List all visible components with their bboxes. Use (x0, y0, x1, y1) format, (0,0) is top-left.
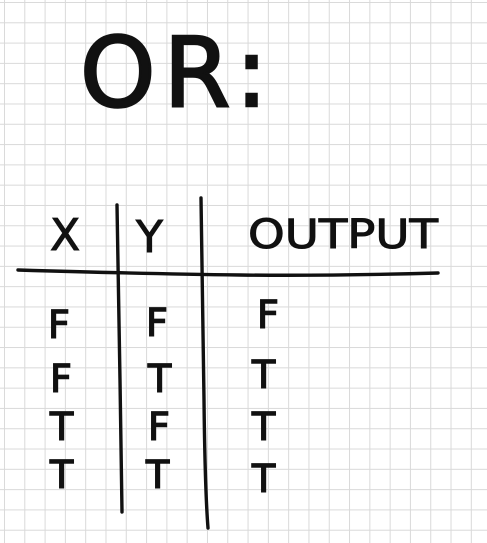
cell-y: T (147, 357, 172, 401)
cell-x: F (48, 303, 70, 347)
cell-x: T (49, 453, 74, 497)
table-row: T T T (48, 452, 276, 501)
header-underline (16, 268, 440, 277)
title-text: OR: (80, 17, 276, 129)
table-row: T F T (48, 404, 276, 449)
cell-y: F (146, 301, 168, 345)
table-row: F F F (47, 292, 279, 347)
cell-x: F (50, 357, 72, 401)
column-divider-2 (199, 196, 210, 530)
cell-x: T (49, 405, 74, 449)
column-divider-1 (115, 203, 124, 514)
header-x: X (50, 210, 80, 261)
cell-output: T (251, 405, 276, 449)
cell-output: F (257, 293, 279, 337)
cell-y: F (148, 405, 170, 449)
cell-y: T (145, 453, 170, 497)
cell-output: T (251, 353, 276, 397)
cell-output: T (251, 457, 276, 501)
header-y: Y (135, 212, 163, 263)
table-row: F T T (49, 352, 276, 401)
header-output: OUTPUT (248, 212, 439, 258)
